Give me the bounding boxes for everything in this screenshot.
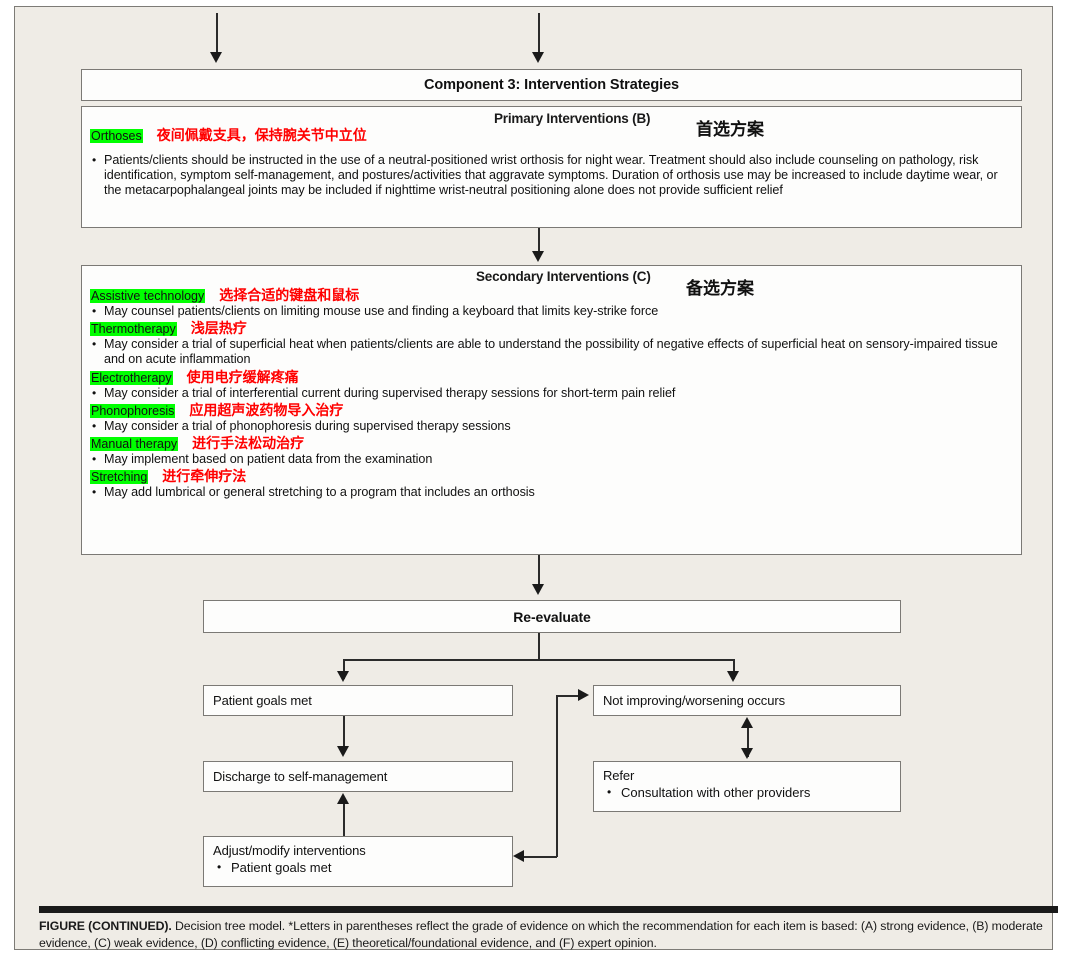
electrotherapy-label: Electrotherapy <box>90 370 173 385</box>
arrow-to-patient-goals-met-icon <box>337 671 349 682</box>
thermotherapy-label-cn: 浅层热疗 <box>190 320 247 337</box>
discharge-label: Discharge to self-management <box>213 769 388 784</box>
orthoses-label: Orthoses <box>90 129 143 143</box>
arrow-refer-to-notimproving-icon <box>741 717 753 728</box>
re-evaluate-label: Re-evaluate <box>513 608 591 625</box>
not-improving-label: Not improving/worsening occurs <box>603 693 785 708</box>
refer-inner: Refer Consultation with other providers <box>603 768 894 801</box>
stretching-bullet: May add lumbrical or general stretching … <box>90 485 1015 500</box>
assistive-technology-label-cn: 选择合适的键盘和鼠标 <box>219 287 360 303</box>
arrow-top-right-icon <box>532 52 544 63</box>
connector-loop-vertical <box>556 695 558 857</box>
not-improving-box: Not improving/worsening occurs <box>593 685 901 716</box>
connector-reevaluate-split <box>343 659 734 661</box>
arrow-loop-to-adjust-icon <box>513 850 524 862</box>
arrow-top-left-icon <box>210 52 222 63</box>
adjust-modify-inner: Adjust/modify interventions Patient goal… <box>213 843 506 876</box>
figure-caption: FIGURE (CONTINUED). Decision tree model.… <box>39 918 1061 952</box>
refer-title: Refer <box>603 768 635 783</box>
orthoses-label-row: Orthoses 夜间佩戴支具，保持腕关节中立位 <box>90 128 367 143</box>
item-row-assistive-technology: Assistive technology 选择合适的键盘和鼠标 <box>90 288 1015 303</box>
primary-interventions-body: Patients/clients should be instructed in… <box>90 152 1015 201</box>
orthoses-label-cn: 夜间佩戴支具，保持腕关节中立位 <box>156 127 367 143</box>
secondary-interventions-box: Secondary Interventions (C) 备选方案 Assisti… <box>81 265 1022 555</box>
caption-text: Decision tree model. *Letters in parenth… <box>39 919 1043 950</box>
item-row-thermotherapy: Thermotherapy 浅层热疗 <box>90 320 1015 337</box>
thermotherapy-label: Thermotherapy <box>90 322 177 337</box>
not-improving-inner: Not improving/worsening occurs <box>603 692 894 710</box>
patient-goals-met-box: Patient goals met <box>203 685 513 716</box>
primary-interventions-heading: Primary Interventions (B) <box>494 111 651 126</box>
stretching-label: Stretching <box>90 470 149 485</box>
arrow-loop-to-notimproving-icon <box>578 689 589 701</box>
connector-primary-to-secondary-line <box>538 228 540 254</box>
electrotherapy-label-cn: 使用电疗缓解疼痛 <box>186 368 299 385</box>
connector-goals-to-discharge-line <box>343 716 345 750</box>
discharge-inner: Discharge to self-management <box>213 768 506 786</box>
item-row-stretching: Stretching 进行牵伸疗法 <box>90 468 1015 485</box>
refer-bullet: Consultation with other providers <box>603 784 894 801</box>
patient-goals-met-label: Patient goals met <box>213 693 312 708</box>
thermotherapy-bullet: May consider a trial of superficial heat… <box>90 337 1015 367</box>
connector-top-right-line <box>538 13 540 55</box>
arrow-secondary-to-reevaluate-icon <box>532 584 544 595</box>
manual-therapy-label-cn: 进行手法松动治疗 <box>192 435 305 452</box>
connector-secondary-to-reevaluate-line <box>538 555 540 586</box>
primary-interventions-heading-cn: 首选方案 <box>696 120 764 139</box>
connector-reevaluate-right-drop <box>733 659 735 679</box>
discharge-box: Discharge to self-management <box>203 761 513 792</box>
item-row-electrotherapy: Electrotherapy 使用电疗缓解疼痛 <box>90 368 1015 385</box>
component-3-title: Component 3: Intervention Strategies <box>423 77 679 93</box>
arrow-primary-to-secondary-icon <box>532 251 544 262</box>
stretching-label-cn: 进行牵伸疗法 <box>162 468 247 485</box>
re-evaluate-box: Re-evaluate <box>203 600 901 633</box>
primary-interventions-box: Primary Interventions (B) 首选方案 Orthoses … <box>81 106 1022 228</box>
manual-therapy-label: Manual therapy <box>90 437 179 452</box>
phonophoresis-label-cn: 应用超声波药物导入治疗 <box>189 401 344 418</box>
assistive-technology-label: Assistive technology <box>90 289 206 303</box>
phonophoresis-bullet: May consider a trial of phonophoresis du… <box>90 419 1015 434</box>
secondary-interventions-body: Assistive technology 选择合适的键盘和鼠标 May coun… <box>90 288 1015 502</box>
connector-adjust-to-discharge-line <box>343 803 345 837</box>
patient-goals-met-inner: Patient goals met <box>213 692 506 710</box>
component-3-header-box: Component 3: Intervention Strategies <box>81 69 1022 101</box>
connector-top-left-line <box>216 13 218 55</box>
caption-rule <box>39 906 1058 913</box>
arrow-goals-to-discharge-icon <box>337 746 349 757</box>
connector-loop-into-notimproving <box>556 695 581 697</box>
item-row-manual-therapy: Manual therapy 进行手法松动治疗 <box>90 435 1015 452</box>
refer-box: Refer Consultation with other providers <box>593 761 901 812</box>
adjust-modify-title: Adjust/modify interventions <box>213 843 366 858</box>
caption-label: FIGURE (CONTINUED). <box>39 919 172 933</box>
connector-reevaluate-stem <box>538 633 540 660</box>
item-row-phonophoresis: Phonophoresis 应用超声波药物导入治疗 <box>90 401 1015 418</box>
arrow-to-not-improving-icon <box>727 671 739 682</box>
phonophoresis-label: Phonophoresis <box>90 403 176 418</box>
connector-loop-into-adjust <box>524 856 557 858</box>
figure-frame: Component 3: Intervention Strategies Pri… <box>14 6 1058 950</box>
adjust-modify-bullet: Patient goals met <box>213 859 506 876</box>
assistive-technology-bullet: May counsel patients/clients on limiting… <box>90 304 1015 319</box>
electrotherapy-bullet: May consider a trial of interferential c… <box>90 386 1015 401</box>
adjust-modify-box: Adjust/modify interventions Patient goal… <box>203 836 513 887</box>
connector-reevaluate-left-drop <box>343 659 345 679</box>
connector-notimproving-refer-line <box>747 721 749 757</box>
arrow-notimproving-to-refer-icon <box>741 748 753 759</box>
secondary-interventions-heading: Secondary Interventions (C) <box>476 269 651 284</box>
secondary-interventions-heading-cn: 备选方案 <box>686 279 754 298</box>
arrow-adjust-to-discharge-icon <box>337 793 349 804</box>
manual-therapy-bullet: May implement based on patient data from… <box>90 452 1015 467</box>
primary-bullet: Patients/clients should be instructed in… <box>90 153 1015 199</box>
